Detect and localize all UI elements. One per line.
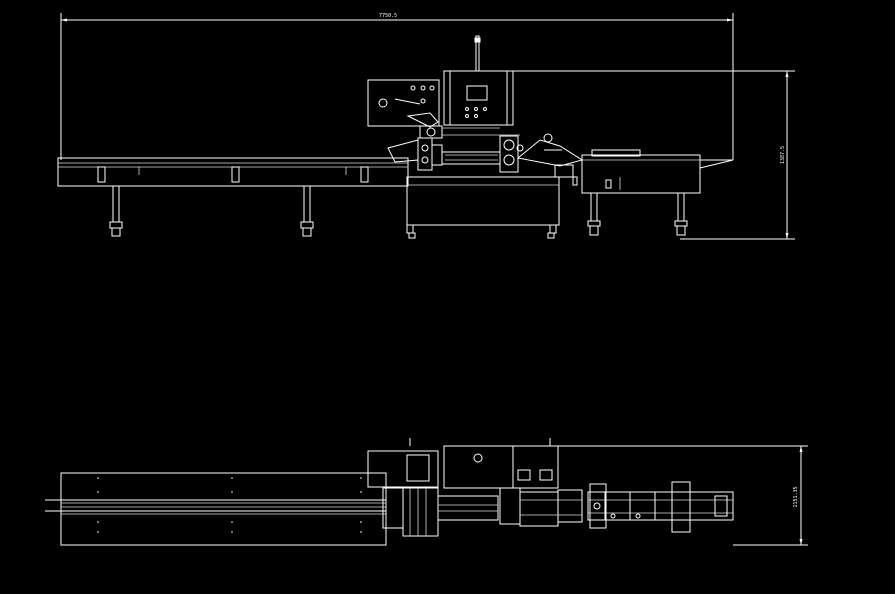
sealing-mechanism — [387, 125, 584, 178]
overall-height-label: 1387.5 — [780, 146, 786, 164]
overall-width-dimension: 1151.35 — [540, 445, 808, 546]
overall-width-label: 1151.35 — [793, 486, 799, 507]
infeed-conveyor — [57, 157, 409, 187]
machine-body-plan — [367, 438, 583, 537]
film-unwind-box — [367, 79, 440, 128]
elevation-view: 7750.5 1387.5 — [57, 13, 795, 240]
plan-view: 1151.35 — [45, 438, 808, 546]
overall-length-dimension: 7750.5 — [60, 13, 734, 160]
outfeed-legs — [587, 192, 688, 236]
overall-height-dimension: 1387.5 — [510, 70, 795, 240]
overall-length-label: 7750.5 — [379, 13, 397, 19]
outfeed-conveyor-plan — [587, 481, 734, 533]
main-frame — [406, 176, 560, 239]
outfeed-conveyor — [572, 149, 734, 194]
infeed-legs — [109, 185, 314, 237]
control-cabinet — [443, 35, 514, 126]
infeed-conveyor-plan — [45, 472, 387, 546]
